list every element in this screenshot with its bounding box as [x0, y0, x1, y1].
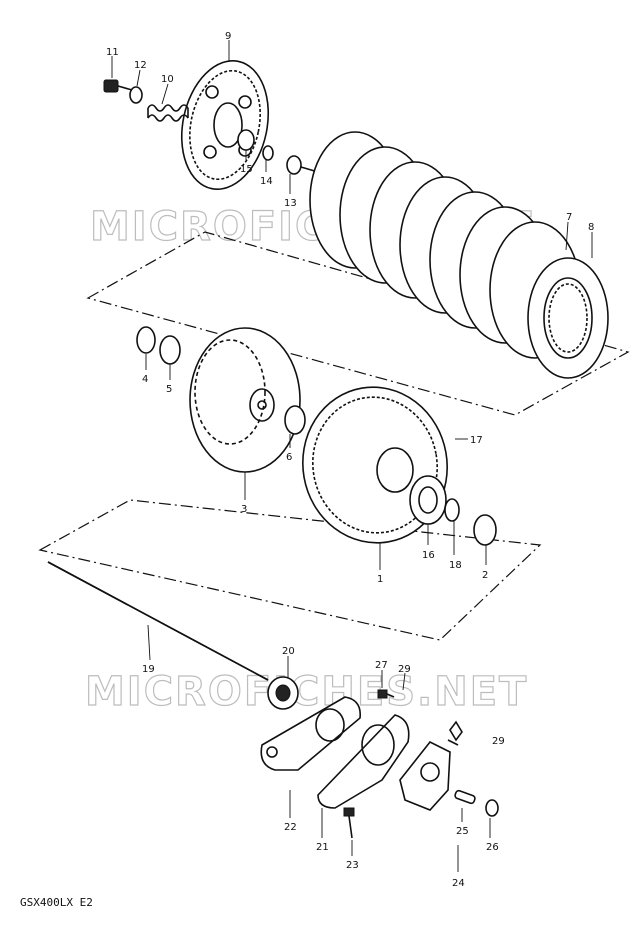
- lock-washer: [159, 335, 181, 365]
- callout-1: 1: [377, 574, 383, 585]
- rubber-cap: [485, 799, 499, 817]
- clutch-outer-housing: [302, 386, 448, 544]
- upper-reference-frame: [86, 231, 630, 416]
- callout-26: 26: [486, 842, 499, 853]
- bolt-washer: [129, 86, 143, 104]
- clutch-plate-stack: [309, 131, 609, 379]
- needle-bearing: [444, 498, 460, 522]
- model-caption: GSX400LX E2: [20, 896, 93, 909]
- callout-24: 24: [452, 878, 465, 889]
- callout-23: 23: [346, 860, 359, 871]
- callout-5: 5: [166, 384, 172, 395]
- callout-13: 13: [284, 198, 297, 209]
- clutch-spring: [147, 104, 189, 122]
- cover-gasket: [260, 696, 362, 771]
- oil-seal: [267, 676, 299, 710]
- callout-18: 18: [449, 560, 462, 571]
- release-pin-rod: [454, 789, 476, 805]
- thrust-washer: [136, 326, 156, 354]
- callout-16: 16: [422, 550, 435, 561]
- callout-12: 12: [134, 60, 147, 71]
- callout-29-upper: 29: [398, 664, 411, 675]
- callout-25: 25: [456, 826, 469, 837]
- clutch-bolt: [103, 79, 133, 93]
- callout-3: 3: [241, 504, 247, 515]
- callout-15: 15: [240, 164, 253, 175]
- callout-17: 17: [470, 435, 483, 446]
- callout-22: 22: [284, 822, 297, 833]
- spacer: [409, 475, 447, 525]
- callout-27: 27: [375, 660, 388, 671]
- thrust-washer-outer: [473, 514, 497, 546]
- callout-19: 19: [142, 664, 155, 675]
- pressure-plate: [180, 60, 270, 190]
- clutch-sleeve-hub: [189, 327, 301, 473]
- callout-7: 7: [566, 212, 572, 223]
- cover-screw: [377, 689, 395, 699]
- callout-10: 10: [161, 74, 174, 85]
- mounting-bolt: [343, 807, 355, 839]
- small-washer: [262, 145, 274, 161]
- lower-reference-frame: [38, 499, 542, 641]
- callout-29-lower: 29: [492, 736, 505, 747]
- release-bearing: [237, 129, 255, 151]
- callout-20: 20: [282, 646, 295, 657]
- push-rod: [47, 561, 269, 681]
- callout-14: 14: [260, 176, 273, 187]
- watermark-bottom: MICROFICHES.NET: [85, 669, 528, 715]
- release-arm: [399, 720, 463, 811]
- callout-11: 11: [106, 47, 119, 58]
- callout-6: 6: [286, 452, 292, 463]
- callout-4: 4: [142, 374, 148, 385]
- release-cover: [317, 714, 410, 809]
- callout-2: 2: [482, 570, 488, 581]
- callout-8: 8: [588, 222, 594, 233]
- hub-washer: [284, 405, 306, 435]
- callout-9: 9: [225, 31, 231, 42]
- callout-21: 21: [316, 842, 329, 853]
